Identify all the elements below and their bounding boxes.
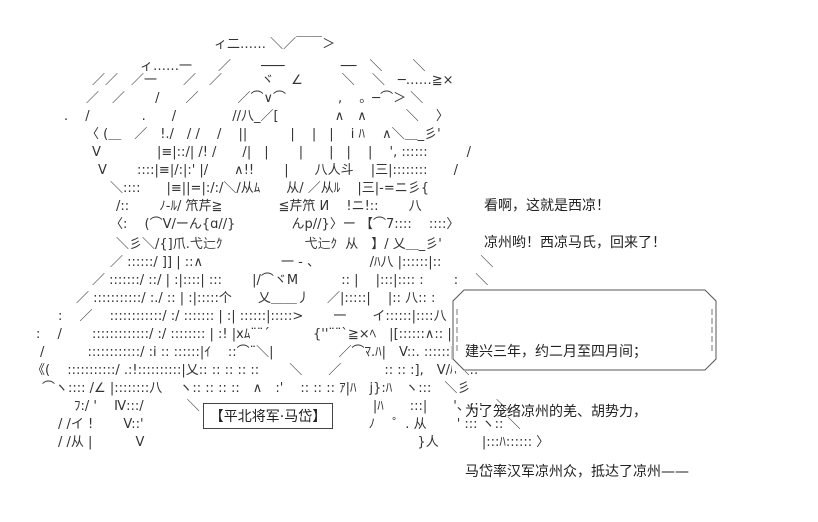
ascii-art-line: ＼彡＼/{]爪.弋辷ｸ 弋辷ｸ 从 】/ 乂＿_彡' <box>116 237 442 252</box>
speech-line-1: 看啊，这就是西凉！ <box>484 198 610 214</box>
ascii-art-line: ⌒ヽ:::: /∠ |::::::::八 ヽ:: :: :: :: ∧ :' :… <box>42 381 471 396</box>
ascii-art-line: ／ :::::::::::/ :./ :: | :|:::::个 乂＿＿丿 ／|… <box>76 291 479 306</box>
ascii-art-illustration: ィ二…… ＼／￣￣＞ ィ……一 ／ ─── ── ＼ ＼／／ ／一 ／ ／ ヾ ∠… <box>32 37 550 450</box>
ascii-art-line: ィ二…… ＼／￣￣＞ <box>214 37 336 52</box>
ascii-art-line: ﾌ:/ ' Ⅳ:::/ ＼ |ﾊ :::| '、::: ＼ <box>74 399 509 414</box>
ascii-art-line: ィ……一 ／ ─── ── ＼ ＼ <box>140 59 426 74</box>
ascii-art-line: ／ ::::::/ ]] | ::∧ 一 - 、 /ﾊ八 |::::::|:: … <box>110 255 494 270</box>
ascii-art-line: / /从 | V }人 |:::ﾊ:::::: 〉 <box>58 435 550 450</box>
ascii-art-line: ／ :::::::/ ::/ | :|::::| ::: |/⌒ヾM :: | … <box>92 273 489 288</box>
ascii-art-line: ＼:::: |≡||=|:/:/＼/从ﾑ 从/ ／从ﾙ |三|-=ニ彡{ <box>110 181 429 196</box>
ascii-art-line: . / . / //八_／[ ∧ ∧ ＼ 〉 <box>64 109 449 124</box>
narration-box-frame-icon <box>452 289 717 371</box>
ascii-art-line: /:: ﾉ-ﾙ/ 笊芹≧ ≦芹笊 И !ニ!:: 八 <box>116 199 422 214</box>
character-name-caption: 【平北将军·马岱】 <box>203 403 333 429</box>
ascii-art-line: ／ ／ / ／ ／⌒∨⌒ , 。─⌒＞ ＼ <box>86 91 424 106</box>
narration-line-2: 为了笼络凉州的羌、胡势力， <box>465 404 647 420</box>
ascii-art-line: ／／ ／一 ／ ／ ヾ ∠ ＼ ＼ ─……≧× <box>92 73 454 88</box>
caption-text: 【平北将军·马岱】 <box>209 409 327 425</box>
narration-box: 建兴三年，约二月至四月间； 为了笼络凉州的羌、胡势力， 马岱率汉军凉州众，抵达了… <box>452 289 717 480</box>
ascii-art-line: : / :::::::::::::/ :/ :::::::: | :! |xﾑ¨… <box>36 327 452 342</box>
ascii-art-line: 《( :::::::::::/ .:!::::::::::|乂:: :: :: … <box>32 363 479 378</box>
ascii-art-line: / ::::::::::::/ :i :: ::::::|ｲ ::⌒¨＼| ／⌒… <box>40 345 455 360</box>
ascii-art-line: : ／ ::::::::::::/ :/ ::::::: | :| ::::::… <box>58 309 513 324</box>
speech-line-2: 凉州哟！西凉马氏，回来了！ <box>484 235 666 251</box>
ascii-art-line: V ::::|≡|/:|:' |/ ∧!! | 八人斗 |三|:::::::: … <box>98 163 458 178</box>
ascii-art-line: / /イ ! V::' ﾉ ゜. 从 ' ::: ヽ:: ＼ <box>58 417 521 432</box>
ascii-art-line: 〈: (⌒V/ーん{ɑ//} んp//}〉ー 【⌒7:::: ::::〉 <box>110 217 460 232</box>
narration-line-1: 建兴三年，约二月至四月间； <box>465 344 647 360</box>
ascii-art-line: 〈 (＿ ／ !./ / / / || | | | i ﾊ ∧＼＿_彡' <box>86 127 441 142</box>
ascii-art-line: V |≡|::/| /! / /| | | | | | ', :::::: / <box>92 145 471 160</box>
narration-line-3: 马岱率汉军凉州众，抵达了凉州—— <box>465 464 689 480</box>
